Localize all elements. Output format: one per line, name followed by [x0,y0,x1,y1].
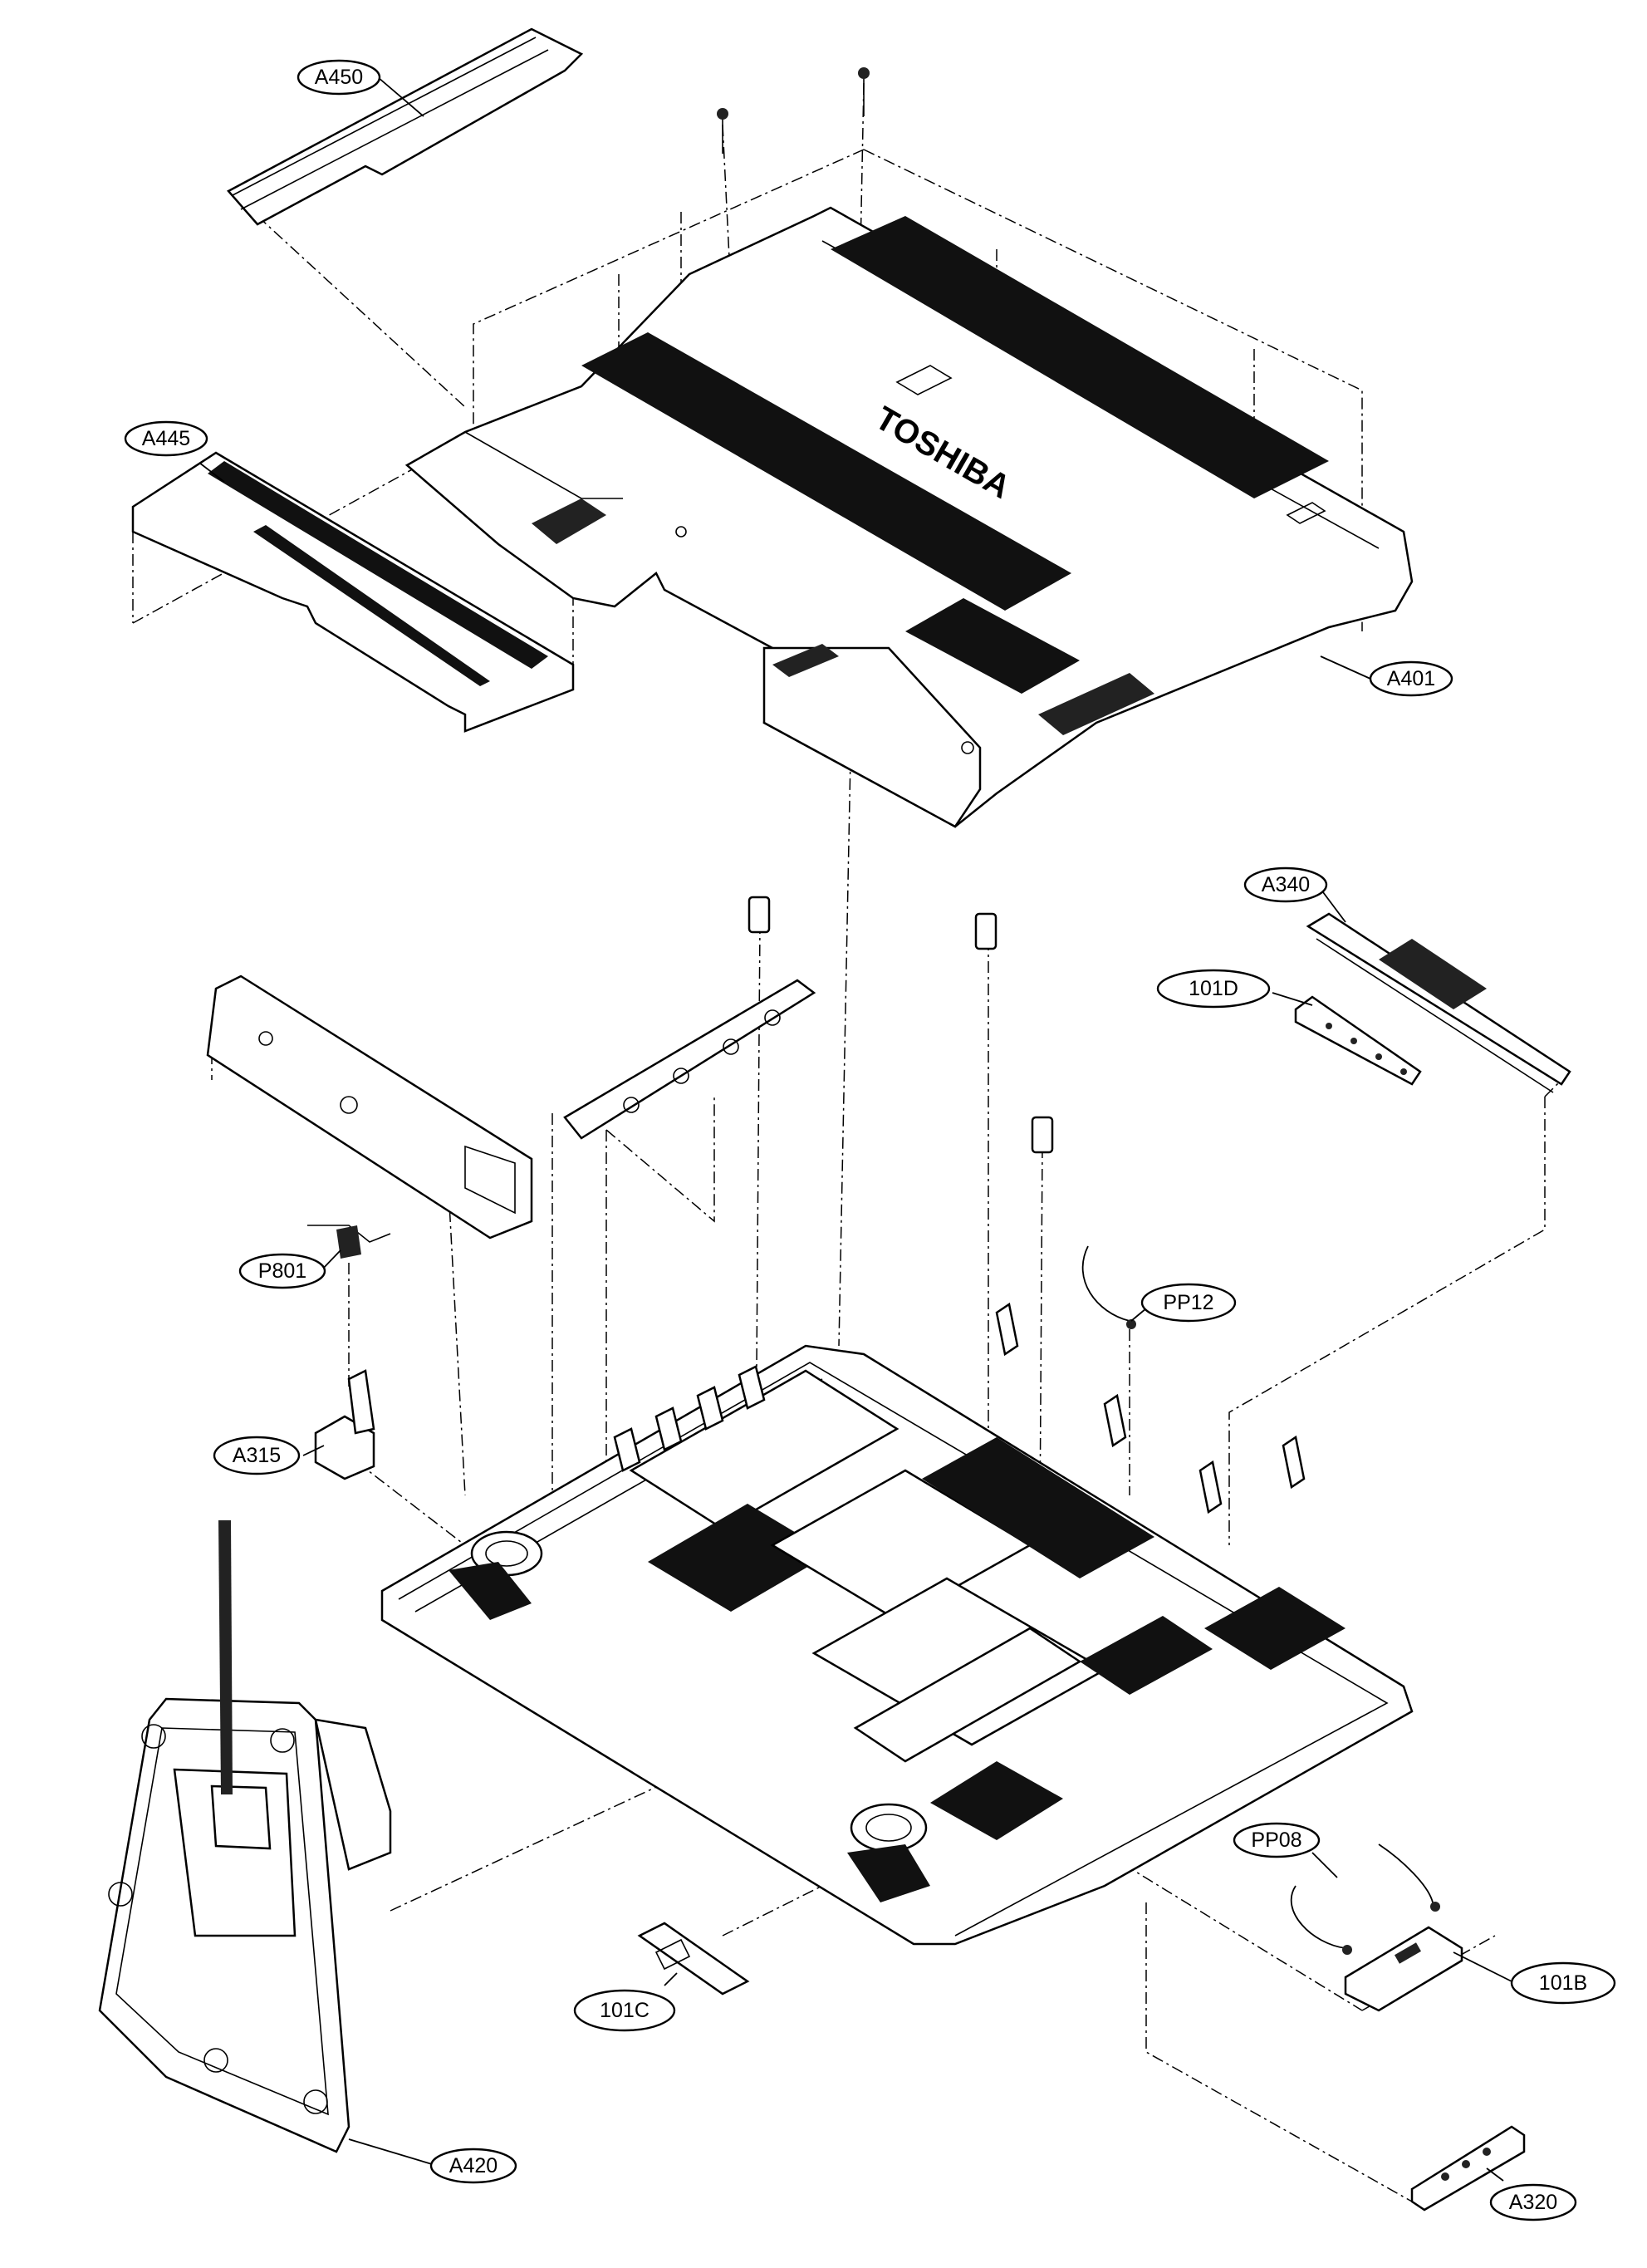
label-pp08: PP08 [1233,1822,1321,1858]
label-pp12: PP12 [1140,1283,1237,1323]
101c-board [637,1922,750,1996]
leader-lines [199,76,1512,2182]
label-a340: A340 [1243,866,1328,903]
label-101b-text: 101B [1539,1971,1587,1995]
101b-board [1344,1926,1463,2012]
label-p801-text: P801 [258,1259,306,1283]
label-pp08-text: PP08 [1251,1829,1301,1852]
label-101d-text: 101D [1189,977,1238,1000]
label-a420: A420 [429,2148,517,2184]
label-a450-text: A450 [315,66,363,89]
label-a420-text: A420 [449,2154,498,2177]
terminal-bracket [206,974,533,1240]
terminal-plate [563,979,816,1140]
label-a445-text: A445 [142,427,190,450]
p801-part [307,1225,391,1259]
label-a315-text: A315 [233,1444,281,1467]
a450-cover [227,27,584,226]
label-a450: A450 [297,59,381,96]
label-a315: A315 [213,1436,301,1475]
label-p801: P801 [238,1253,326,1289]
main-chassis [380,1302,1414,1946]
label-a401: A401 [1369,660,1453,697]
label-101d: 101D [1156,969,1271,1009]
label-101c-text: 101C [600,1999,649,2022]
a445-panel [131,451,575,733]
screws-top [717,67,870,154]
label-pp12-text: PP12 [1163,1291,1213,1314]
a340-bracket [1306,912,1571,1093]
part-labels: A450 A445 A401 A340 101D P801 PP12 A315 [124,59,1616,2221]
pp08-cables [1290,1843,1440,1955]
label-101c: 101C [573,1989,676,2032]
label-a320: A320 [1489,2183,1577,2221]
101d-board [1294,995,1422,1086]
label-a320-text: A320 [1509,2191,1557,2214]
label-a401-text: A401 [1387,667,1435,690]
a315-bracket [314,1369,375,1480]
label-101b: 101B [1510,1961,1616,2005]
a401-rear-cover: TOSHIBA [404,206,1414,828]
label-a340-text: A340 [1262,873,1310,896]
label-a445: A445 [124,420,208,457]
a320-bracket [1410,2125,1526,2212]
screws-mid [748,896,1054,1154]
pp12-cable [1081,1245,1136,1329]
a420-stand [98,1520,392,2153]
